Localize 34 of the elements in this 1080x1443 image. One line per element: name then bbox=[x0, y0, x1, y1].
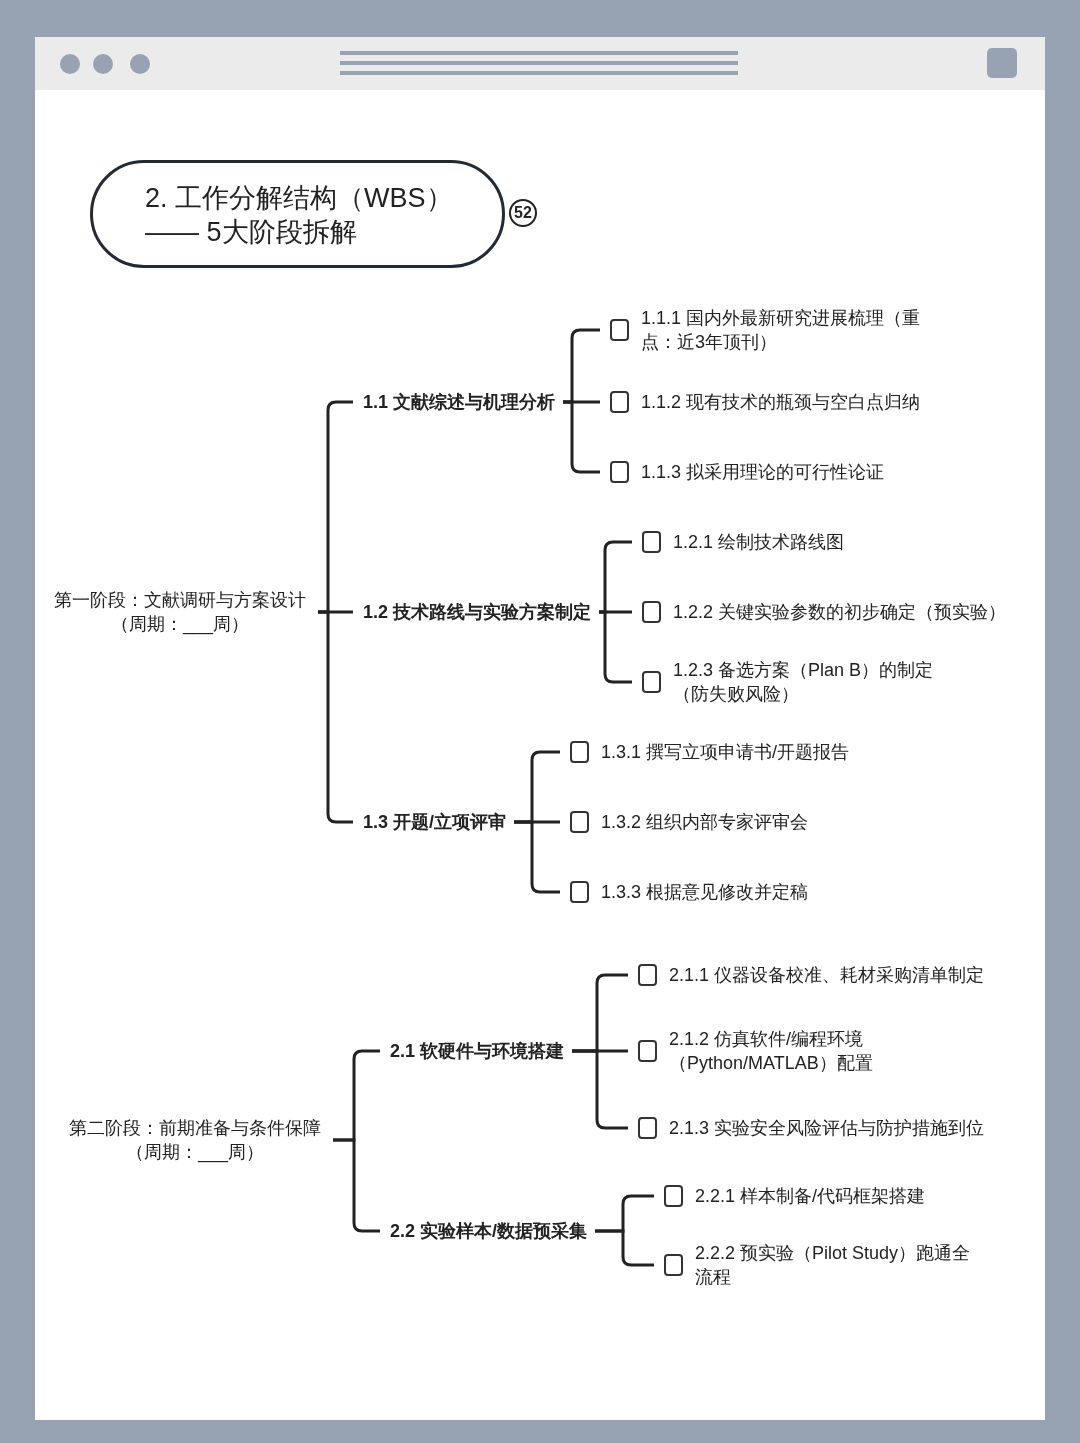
task-text: 2.1.2 仿真软件/编程环境（Python/MATLAB）配置 bbox=[669, 1028, 874, 1075]
task-text: 1.1.3 拟采用理论的可行性论证 bbox=[641, 461, 885, 484]
task-text: 2.1.1 仪器设备校准、耗材采购清单制定 bbox=[669, 964, 985, 987]
connector-line bbox=[318, 610, 353, 824]
title-text: 2. 工作分解结构（WBS） bbox=[145, 182, 454, 215]
stage-duration: （周期：___周） bbox=[109, 613, 250, 636]
subtitle-text: —— 5大阶段拆解 bbox=[145, 216, 358, 249]
connector-line bbox=[333, 1138, 380, 1233]
title-box bbox=[90, 160, 505, 268]
connector-line bbox=[514, 820, 560, 894]
task-text: 2.2.1 样本制备/代码框架搭建 bbox=[695, 1185, 926, 1208]
stage-title: 第二阶段：前期准备与条件保障 bbox=[68, 1117, 322, 1140]
branch-label: 1.1 文献综述与机理分析 bbox=[363, 390, 556, 414]
task-text: 1.3.2 组织内部专家评审会 bbox=[601, 811, 809, 834]
branch-label: 1.3 开题/立项评审 bbox=[363, 810, 507, 834]
branch-label: 2.2 实验样本/数据预采集 bbox=[390, 1219, 588, 1243]
task-text: 2.2.2 预实验（Pilot Study）跑通全流程 bbox=[695, 1242, 972, 1289]
task-text: 1.3.1 撰写立项申请书/开题报告 bbox=[601, 741, 850, 764]
branch-label: 2.1 软硬件与环境搭建 bbox=[390, 1039, 565, 1063]
connector-line bbox=[595, 1229, 654, 1267]
stage-title: 第一阶段：文献调研与方案设计 bbox=[53, 589, 307, 612]
connector-line bbox=[572, 1049, 628, 1130]
task-text: 1.2.1 绘制技术路线图 bbox=[673, 531, 845, 554]
task-text: 1.3.3 根据意见修改并定稿 bbox=[601, 881, 809, 904]
task-text: 1.1.2 现有技术的瓶颈与空白点归纳 bbox=[641, 391, 921, 414]
branch-label: 1.2 技术路线与实验方案制定 bbox=[363, 600, 592, 624]
circled-number: 52 bbox=[509, 199, 537, 227]
task-text: 1.1.1 国内外最新研究进展梳理（重点：近3年顶刊） bbox=[641, 307, 922, 354]
task-text: 1.2.2 关键实验参数的初步确定（预实验） bbox=[673, 601, 1007, 624]
task-text: 2.1.3 实验安全风险评估与防护措施到位 bbox=[669, 1117, 985, 1140]
connector-line bbox=[599, 610, 632, 684]
stage-duration: （周期：___周） bbox=[124, 1141, 265, 1164]
connector-line bbox=[563, 400, 600, 474]
task-text: 1.2.3 备选方案（Plan B）的制定（防失败风险） bbox=[673, 659, 935, 706]
